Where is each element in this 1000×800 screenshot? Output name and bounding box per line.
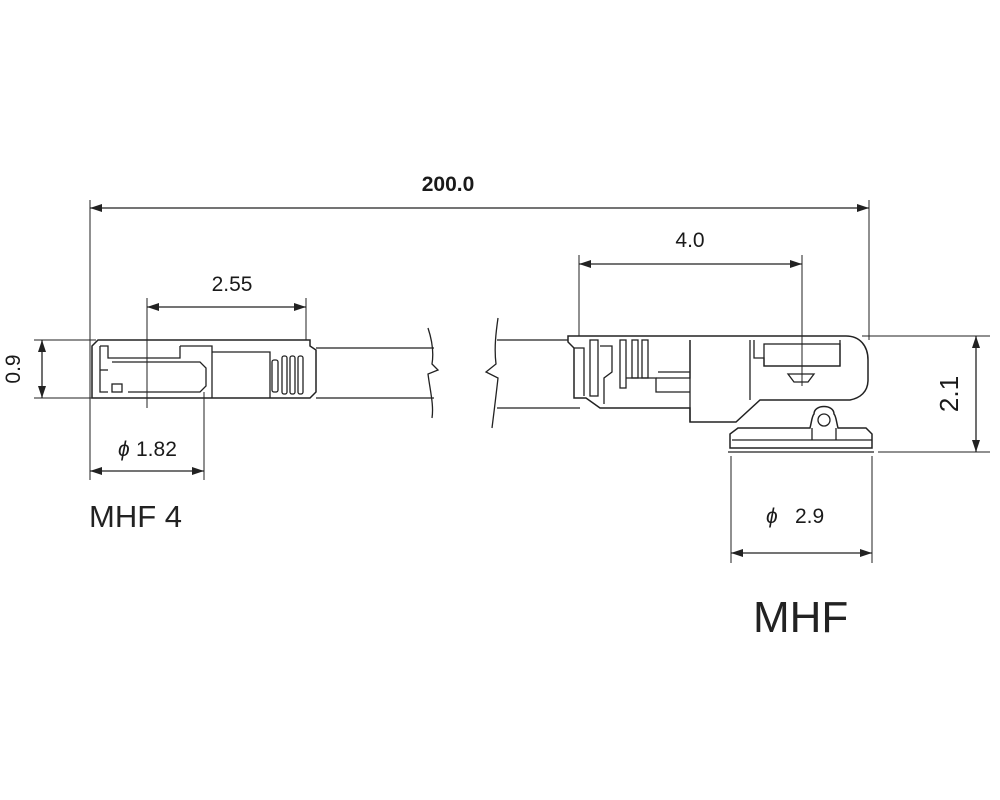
mhf-height-dimension: 2.1: [862, 335, 990, 453]
mhf-diameter-dimension: ϕ 2.9: [730, 456, 873, 563]
mhf4-diameter-dimension: ϕ 1.82: [89, 392, 205, 480]
mhf-diameter-phi: ϕ: [766, 505, 778, 528]
mhf4-connector: [91, 330, 317, 408]
mhf4-label: MHF 4: [89, 499, 182, 534]
mhf4-pitch-text: 2.55: [212, 273, 253, 296]
mhf-pitch-dimension: 4.0: [578, 229, 803, 336]
mhf-height-text: 2.1: [934, 376, 964, 413]
cable-left-segment: [316, 327, 440, 419]
cable-right-segment: [484, 317, 580, 429]
mhf4-height-dimension: 0.9: [2, 339, 96, 399]
mhf4-diameter-phi: ϕ: [118, 438, 130, 461]
mhf4-height-text: 0.9: [2, 354, 25, 383]
overall-length-text: 200.0: [422, 173, 475, 196]
overall-length-dimension: 200.0: [89, 173, 870, 398]
mhf-connector: [567, 330, 874, 453]
mhf-label: MHF: [753, 593, 848, 642]
mhf-pitch-text: 4.0: [675, 229, 704, 252]
mhf4-diameter-text: 1.82: [136, 438, 177, 461]
mhf-diameter-text: 2.9: [795, 505, 824, 528]
